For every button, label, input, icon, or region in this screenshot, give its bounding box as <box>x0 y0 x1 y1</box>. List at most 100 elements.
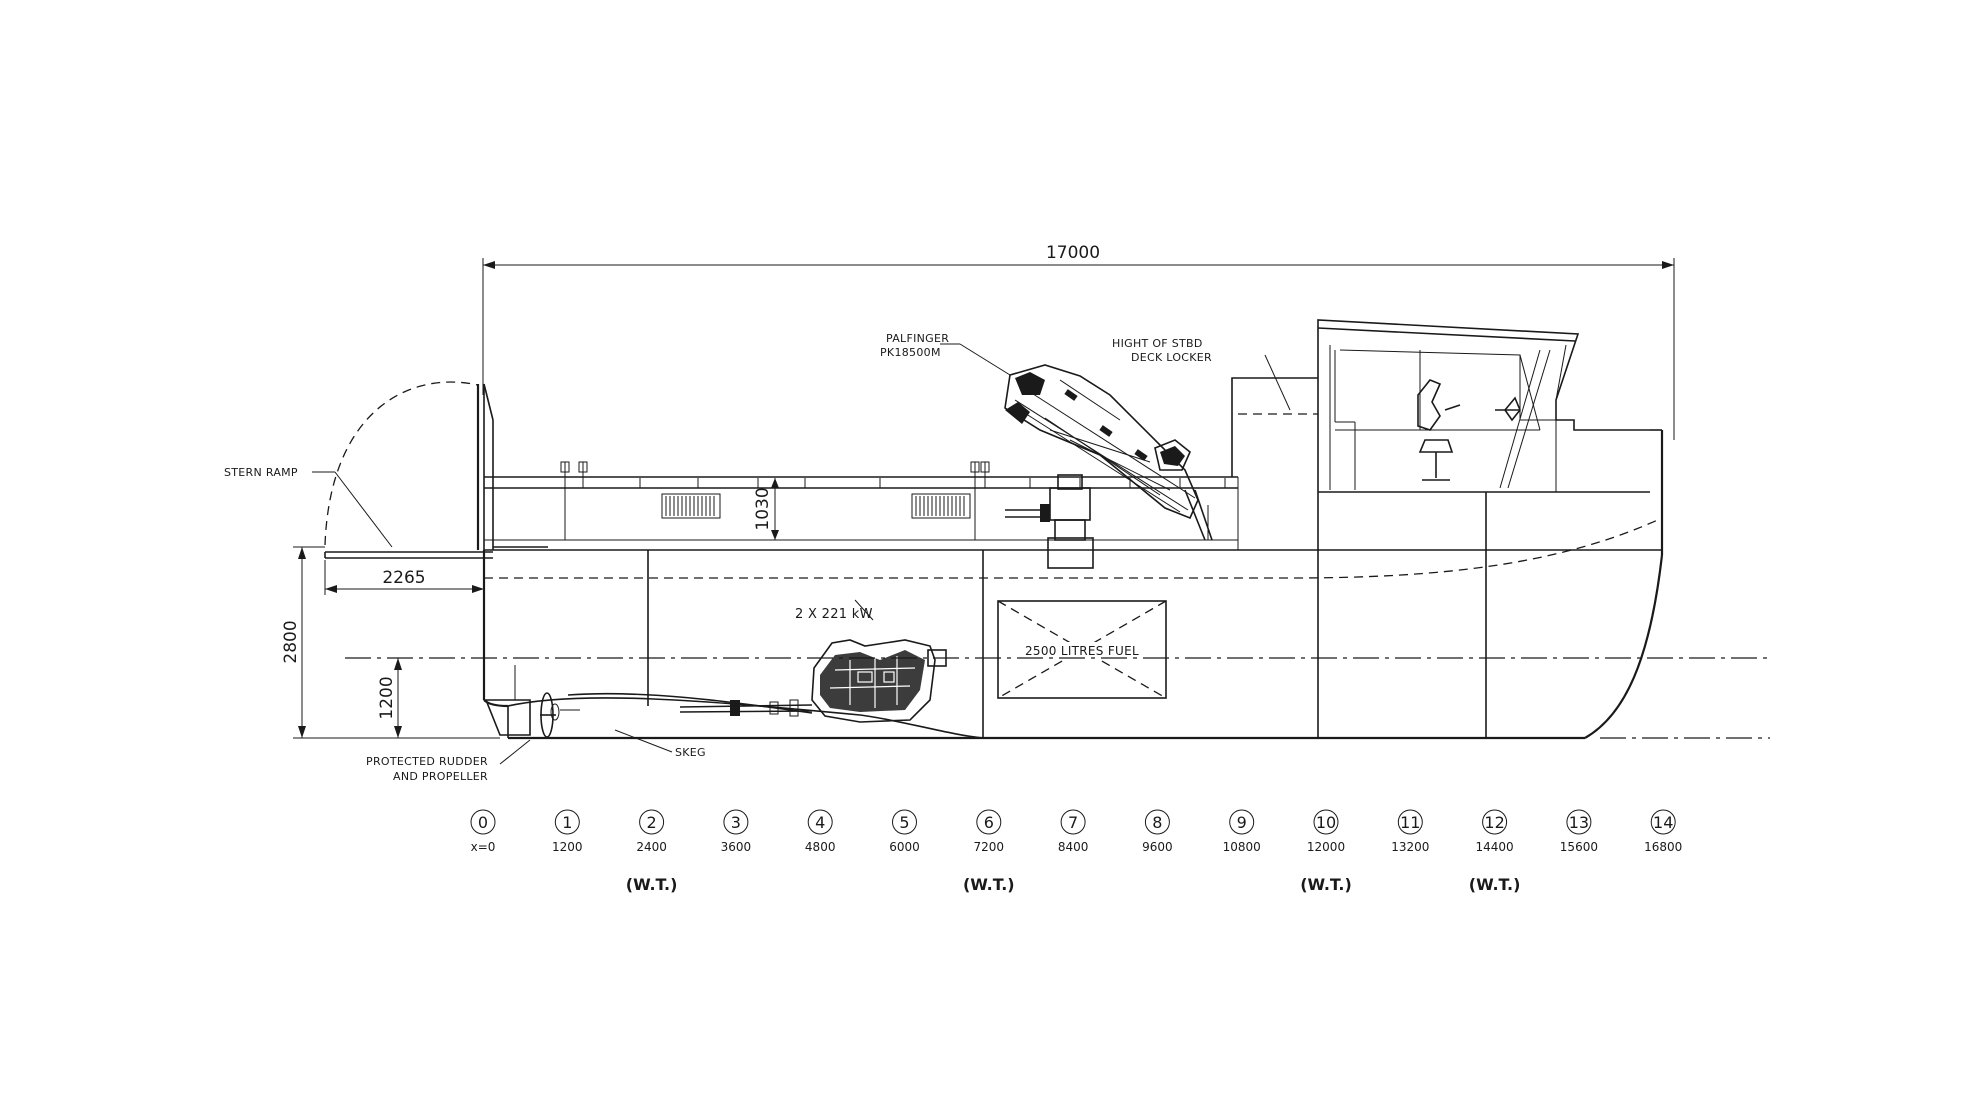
frame-number: 2 <box>647 813 657 832</box>
skeg: SKEG <box>507 692 984 759</box>
stern-ramp-length-dimension: 2265 <box>324 560 484 595</box>
skeg-label: SKEG <box>675 746 706 759</box>
frame-number-circle <box>1144 809 1170 835</box>
frame-number: 4 <box>815 813 825 832</box>
frame-position: 7200 <box>974 840 1005 854</box>
helm-console <box>1495 396 1521 422</box>
frame-number: 12 <box>1484 813 1504 832</box>
propeller-shaft <box>679 699 813 717</box>
frame-position: 4800 <box>805 840 836 854</box>
hull <box>482 429 1664 740</box>
frame-number-circle <box>1229 809 1255 835</box>
frame-number-circle <box>1313 809 1339 835</box>
frame-number-circle <box>639 809 665 835</box>
bulwark-height-dimension: 1030 <box>753 478 779 540</box>
frame-position: 1200 <box>552 840 583 854</box>
frame-station: 2 2400 (W.T.) <box>626 809 678 894</box>
crane: PALFINGER PK18500M <box>880 332 1213 569</box>
frame-number-circle <box>1397 809 1423 835</box>
frame-station: 0 x=0 <box>470 809 496 854</box>
frame-station: 6 7200 (W.T.) <box>963 809 1015 894</box>
crane-label-line1: PALFINGER <box>886 332 949 345</box>
watertight-bulkhead-label: (W.T.) <box>1300 875 1352 894</box>
frame-number: 5 <box>899 813 909 832</box>
frame-station: 4 4800 <box>805 809 836 854</box>
rudder-label-line2: AND PROPELLER <box>393 770 488 783</box>
frame-number: 3 <box>731 813 741 832</box>
waterline-height-dimension: 1200 <box>377 658 402 738</box>
watertight-bulkhead-label: (W.T.) <box>1469 875 1521 894</box>
frame-position: 8400 <box>1058 840 1089 854</box>
frame-number: 9 <box>1237 813 1247 832</box>
frame-position: 10800 <box>1223 840 1261 854</box>
watertight-bulkhead-label: (W.T.) <box>626 875 678 894</box>
deck-vent-aft <box>661 493 721 519</box>
frame-station: 7 8400 <box>1058 809 1089 854</box>
frame-station: 3 3600 <box>721 809 752 854</box>
depth-dimension: 2800 <box>281 546 500 739</box>
engine: 2 X 221 kW <box>795 599 947 723</box>
waterlines <box>345 657 1770 739</box>
frame-station: 14 16800 <box>1644 809 1682 854</box>
frame-number: 14 <box>1653 813 1673 832</box>
depth-value: 2800 <box>281 620 301 663</box>
frame-number: 6 <box>984 813 994 832</box>
rudder-propeller: PROTECTED RUDDER AND PROPELLER <box>366 665 580 783</box>
frame-station: 9 10800 <box>1223 809 1261 854</box>
frame-station: 8 9600 <box>1142 809 1173 854</box>
frame-position: 9600 <box>1142 840 1173 854</box>
frame-number-circle <box>892 809 917 835</box>
transom <box>476 383 494 550</box>
frame-number-circle <box>807 809 833 835</box>
bulwark <box>484 461 1334 551</box>
helm-chair <box>1417 379 1461 481</box>
frame-number: 8 <box>1152 813 1162 832</box>
frame-position: 16800 <box>1644 840 1682 854</box>
frame-position: 2400 <box>636 840 667 854</box>
locker-label-line1: HIGHT OF STBD <box>1112 337 1203 350</box>
frame-number-circle <box>1566 809 1592 835</box>
frame-number: 11 <box>1400 813 1420 832</box>
waterline-height-value: 1200 <box>377 676 397 719</box>
frame-stations: 0 x=0 1 1200 2 2400 (W.T.) 3 3600 4 4800 5 6000 6 7200… <box>470 809 1682 894</box>
rudder-label-line1: PROTECTED RUDDER <box>366 755 488 768</box>
overall-length-dimension: 17000 <box>482 240 1675 440</box>
fuel-tank: 2500 LITRES FUEL <box>997 600 1167 699</box>
frame-number-circle <box>1060 809 1086 835</box>
overall-length-value: 17000 <box>1046 243 1100 263</box>
frame-position: 15600 <box>1560 840 1598 854</box>
stern-ramp: STERN RAMP <box>224 381 548 559</box>
deck-locker: HIGHT OF STBD DECK LOCKER <box>1112 337 1318 477</box>
frame-station: 13 15600 <box>1560 809 1598 854</box>
frame-position: x=0 <box>471 840 496 854</box>
frame-station: 1 1200 <box>552 809 583 854</box>
frame-number: 0 <box>478 813 488 832</box>
frame-position: 13200 <box>1391 840 1429 854</box>
frame-position: 6000 <box>889 840 920 854</box>
frame-number-circle <box>1650 809 1676 835</box>
frame-number-circle <box>554 809 580 835</box>
engine-label: 2 X 221 kW <box>795 607 873 622</box>
frame-position: 3600 <box>721 840 752 854</box>
frame-number: 7 <box>1068 813 1078 832</box>
frame-number-circle <box>470 809 496 835</box>
frame-station: 11 13200 <box>1391 809 1429 854</box>
frame-number: 13 <box>1569 813 1589 832</box>
watertight-bulkhead-label: (W.T.) <box>963 875 1015 894</box>
frame-station: 5 6000 <box>889 809 920 854</box>
deck-vent-mid <box>911 493 971 519</box>
frame-number-circle <box>1482 809 1508 835</box>
locker-label-line2: DECK LOCKER <box>1131 351 1212 364</box>
frame-position: 14400 <box>1476 840 1514 854</box>
stern-ramp-label: STERN RAMP <box>224 466 298 479</box>
bulwark-height-value: 1030 <box>753 487 773 530</box>
frame-number-circle <box>723 809 749 835</box>
frame-station: 10 12000 (W.T.) <box>1300 809 1352 894</box>
frame-position: 12000 <box>1307 840 1345 854</box>
frame-number: 10 <box>1316 813 1336 832</box>
crane-label-line2: PK18500M <box>880 346 941 359</box>
frame-number: 1 <box>562 813 572 832</box>
wheelhouse <box>1317 319 1650 493</box>
frame-number-circle <box>976 809 1002 835</box>
